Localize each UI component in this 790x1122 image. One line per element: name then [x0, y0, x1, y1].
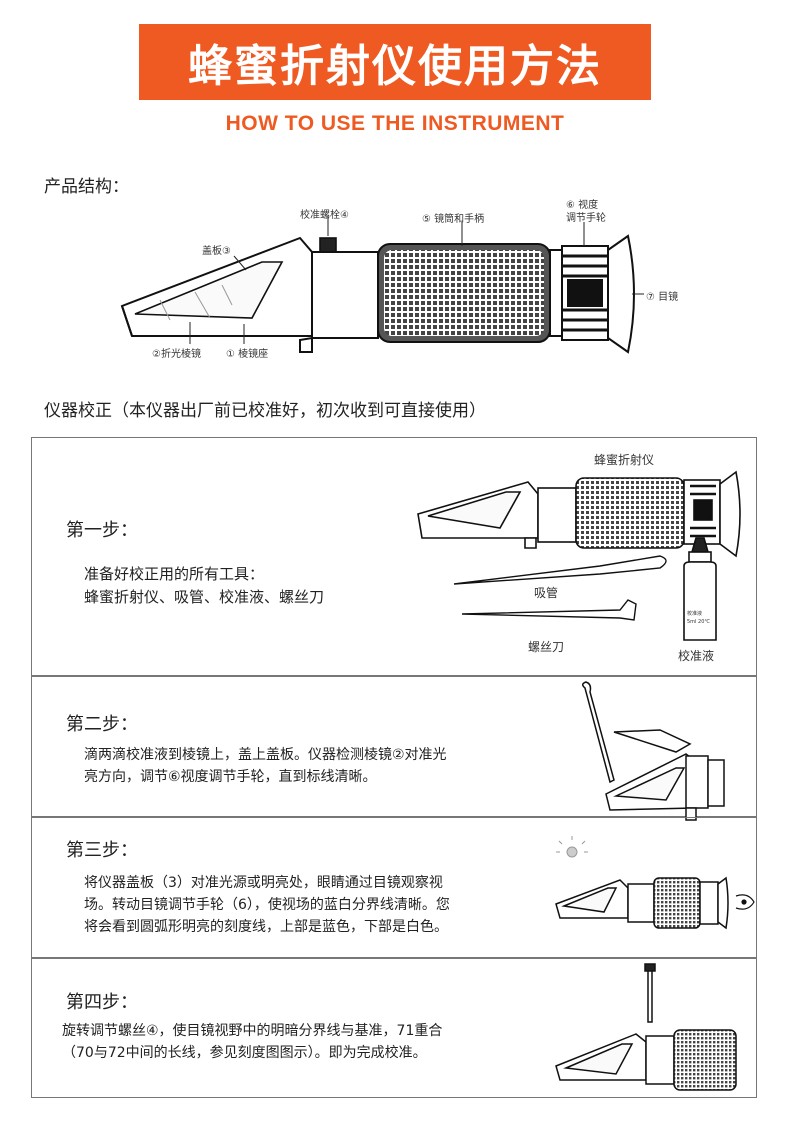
label-calib-screw: 校准螺栓④: [300, 210, 349, 221]
step-4-title: 第四步：: [66, 992, 138, 1013]
label-prism-base: ① 棱镜座: [226, 349, 269, 360]
diagram-handle: [377, 243, 551, 343]
step-2-line-1: 滴两滴校准液到棱镜上，盖上盖板。仪器检测棱镜②对准光: [84, 747, 447, 763]
light-bulb-icon: [556, 836, 588, 858]
diagram-diopter-ring: [549, 245, 609, 341]
label-tube-handle: ⑤ 镜筒和手柄: [422, 214, 485, 225]
step-4-box: [31, 958, 757, 1098]
step-3-line-2: 场。转动目镜调节手轮（6），使视场的蓝白分界线清晰。您: [84, 897, 450, 913]
label-screwdriver: 螺丝刀: [528, 640, 565, 654]
step-3-box: [31, 817, 757, 958]
page-title: 蜂蜜折射仪使用方法: [188, 41, 602, 92]
pipette-icon: [453, 555, 667, 585]
label-refractometer: 蜂蜜折射仪: [594, 453, 655, 467]
step-3-illustration: [555, 836, 755, 930]
step-2-line-2: 亮方向，调节⑥视度调节手轮，直到标线清晰。: [84, 769, 377, 785]
step-2-illustration: [582, 681, 725, 821]
step-3-text: 将仪器盖板（3）对准光源或明亮处，眼睛通过目镜观察视 场。转动目镜调节手轮（6）…: [84, 872, 450, 938]
calibration-heading: 仪器校正（本仪器出厂前已校准好，初次收到可直接使用）: [44, 401, 486, 421]
label-pipette: 吸管: [534, 586, 559, 600]
bottle-label-2: 5ml 20℃: [687, 619, 711, 625]
step-3-title: 第三步：: [66, 840, 138, 861]
bottle-label-1: 校准液: [687, 611, 703, 617]
step-3-line-1: 将仪器盖板（3）对准光源或明亮处，眼睛通过目镜观察视: [84, 875, 443, 891]
step-2-box: [31, 676, 757, 817]
label-cover: 盖板③: [202, 246, 231, 257]
diagram-cover-plate: [134, 261, 284, 321]
label-diopter-1: ⑥ 视度: [566, 200, 599, 211]
label-diopter-2: 调节手轮: [566, 213, 606, 224]
refractometer-diagram: [120, 216, 644, 354]
structure-heading: 产品结构：: [44, 177, 129, 197]
step-1-box: [31, 437, 757, 676]
step-1-refractometer-icon: [417, 470, 741, 558]
step-1-text: 准备好校正用的所有工具： 蜂蜜折射仪、吸管、校准液、螺丝刀: [84, 563, 324, 609]
diagram-leader-lines: [189, 216, 644, 344]
step-4-line-2: （70与72中间的长线，参见刻度图图示）。即为完成校准。: [62, 1045, 427, 1061]
step-2-title: 第二步：: [66, 714, 138, 735]
step-1-title: 第一步：: [66, 520, 138, 541]
title-banner: 蜂蜜折射仪使用方法: [139, 24, 651, 100]
step-3-line-3: 将会看到圆弧形明亮的刻度线，上部是蓝色，下部是白色。: [84, 919, 448, 935]
bottle-icon: [683, 537, 717, 641]
step-4-text: 旋转调节螺丝④，使目镜视野中的明暗分界线与基准，71重合 （70与72中间的长线…: [62, 1020, 442, 1064]
label-prism: ②折光棱镜: [152, 349, 201, 360]
eye-icon: [735, 894, 755, 910]
label-solution: 校准液: [678, 649, 715, 663]
screwdriver-icon: [461, 599, 637, 621]
step-2-text: 滴两滴校准液到棱镜上，盖上盖板。仪器检测棱镜②对准光 亮方向，调节⑥视度调节手轮…: [84, 744, 447, 788]
step-1-line-2: 蜂蜜折射仪、吸管、校准液、螺丝刀: [84, 588, 325, 606]
step-1-line-1: 准备好校正用的所有工具：: [84, 565, 265, 583]
label-eyepiece: ⑦ 目镜: [646, 292, 679, 303]
page-subtitle: HOW TO USE THE INSTRUMENT: [225, 112, 565, 135]
step-4-line-1: 旋转调节螺丝④，使目镜视野中的明暗分界线与基准，71重合: [62, 1023, 443, 1039]
diagram-eyepiece: [607, 234, 635, 354]
